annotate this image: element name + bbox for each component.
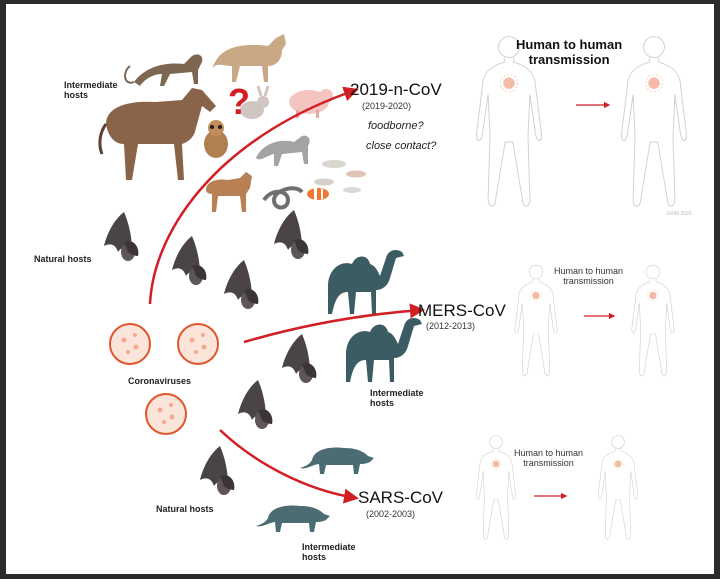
langur-icon bbox=[256, 135, 310, 166]
intermediate-hosts-label: Intermediate hosts bbox=[302, 542, 356, 563]
route-foodborne: foodborne? bbox=[368, 120, 424, 132]
pig-icon bbox=[289, 89, 333, 118]
loris-icon bbox=[204, 120, 228, 158]
bat-icon bbox=[224, 260, 259, 309]
coronavirus-icon bbox=[145, 393, 187, 435]
goat-icon bbox=[206, 172, 252, 212]
virus-years-mers: (2012-2013) bbox=[426, 321, 476, 331]
virus-name-2019-ncov: 2019-n-CoV bbox=[350, 80, 442, 99]
intermediate-hosts-label: Intermediate hosts bbox=[64, 80, 118, 101]
civet-icon bbox=[300, 447, 374, 474]
coronavirus-icon bbox=[109, 323, 151, 365]
human-to-human-label: Human to human transmission bbox=[554, 266, 624, 287]
arrow-to-2019-ncov bbox=[148, 86, 359, 305]
route-close-contact: close contact? bbox=[366, 140, 437, 152]
fish-icon bbox=[314, 160, 366, 193]
snake-icon bbox=[262, 186, 304, 210]
virus-name-sars: SARS-CoV bbox=[358, 488, 444, 507]
bat-icon bbox=[172, 236, 207, 285]
jackal-icon bbox=[212, 34, 286, 82]
camel-icon bbox=[346, 318, 422, 382]
horse-icon bbox=[98, 88, 216, 180]
human-figure bbox=[514, 264, 558, 377]
civet-icon bbox=[256, 505, 330, 532]
question-mark: ? bbox=[228, 81, 250, 122]
rabbit-icon bbox=[240, 85, 270, 119]
coronaviruses-label: Coronaviruses bbox=[128, 376, 192, 386]
human-to-human-label: Human to human transmission bbox=[514, 448, 584, 469]
natural-hosts-label: Natural hosts bbox=[156, 504, 214, 514]
bat-icon bbox=[200, 446, 235, 495]
human-figure bbox=[621, 36, 687, 207]
virus-years-2019-ncov: (2019-2020) bbox=[362, 101, 412, 111]
human-to-human-label: Human to human transmission bbox=[516, 37, 623, 67]
human-figure bbox=[475, 435, 517, 540]
bat-icon bbox=[274, 210, 309, 259]
virus-name-mers: MERS-CoV bbox=[418, 301, 506, 320]
human-figure bbox=[631, 264, 675, 377]
watermark: JoRM 2020 bbox=[666, 211, 692, 217]
coronavirus-icon bbox=[177, 323, 219, 365]
diagram-frame: ? bbox=[6, 4, 714, 574]
bat-icon bbox=[282, 334, 317, 383]
clownfish-icon bbox=[307, 188, 329, 200]
camel-icon bbox=[328, 250, 404, 314]
human-figure bbox=[597, 435, 639, 540]
arrow-to-mers bbox=[243, 303, 425, 344]
monkey-icon bbox=[124, 54, 203, 86]
arrow-to-sars bbox=[219, 429, 359, 504]
natural-hosts-label: Natural hosts bbox=[34, 254, 92, 264]
diagram-canvas: ? bbox=[98, 34, 687, 540]
bat-icon bbox=[238, 380, 273, 429]
bat-icon bbox=[104, 212, 139, 261]
intermediate-hosts-label: Intermediate hosts bbox=[370, 388, 424, 409]
virus-years-sars: (2002-2003) bbox=[366, 509, 416, 519]
